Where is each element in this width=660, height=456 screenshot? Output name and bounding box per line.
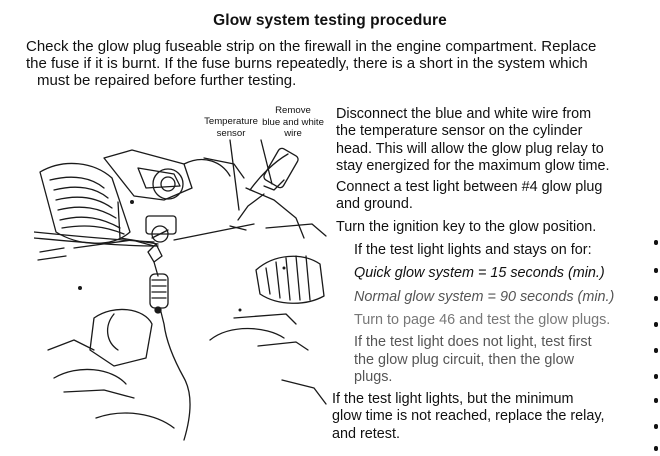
step-disconnect: Disconnect the blue and white wire from … bbox=[336, 106, 636, 175]
step-line: If the test light lights, but the minimu… bbox=[332, 391, 574, 408]
edge-mark bbox=[654, 398, 658, 403]
step-turn-page: Turn to page 46 and test the glow plugs. bbox=[336, 312, 636, 329]
callout-line: blue and white bbox=[262, 116, 324, 128]
remove-wire-label: Remove blue and white wire bbox=[258, 105, 328, 140]
step-line: and retest. bbox=[332, 425, 400, 442]
step-line: If the test light lights and stays on fo… bbox=[354, 242, 592, 259]
step-line: stay energized for the maximum glow time… bbox=[336, 157, 610, 174]
step-min-not-reached: If the test light lights, but the minimu… bbox=[332, 391, 636, 443]
step-line: If the test light does not light, test f… bbox=[354, 334, 592, 351]
step-line: plugs. bbox=[354, 368, 393, 385]
step-line: head. This will allow the glow plug rela… bbox=[336, 140, 604, 157]
edge-mark bbox=[654, 446, 658, 451]
page-edge-marks bbox=[651, 240, 660, 456]
intro-paragraph: Check the glow plug fuseable strip on th… bbox=[26, 38, 636, 89]
edge-mark bbox=[654, 374, 658, 379]
step-if-lights: If the test light lights and stays on fo… bbox=[336, 242, 636, 259]
intro-line: the fuse if it is burnt. If the fuse bur… bbox=[26, 55, 588, 72]
step-line: Normal glow system = 90 seconds (min.) bbox=[354, 288, 615, 305]
callout-line: Remove bbox=[275, 105, 311, 116]
edge-mark bbox=[654, 296, 658, 301]
step-line: and ground. bbox=[336, 196, 413, 213]
page-title: Glow system testing procedure bbox=[213, 12, 447, 29]
step-line: Disconnect the blue and white wire from bbox=[336, 106, 592, 122]
step-line: the glow plug circuit, then the glow bbox=[354, 351, 574, 368]
step-line: Quick glow system = 15 seconds (min.) bbox=[354, 265, 605, 282]
edge-mark bbox=[654, 240, 658, 245]
step-quick-glow: Quick glow system = 15 seconds (min.) bbox=[336, 265, 636, 282]
step-connect: Connect a test light between #4 glow plu… bbox=[336, 179, 636, 214]
callout-line: Temperature bbox=[204, 116, 258, 127]
procedure-steps: Disconnect the blue and white wire from … bbox=[332, 106, 636, 443]
step-normal-glow: Normal glow system = 90 seconds (min.) bbox=[336, 289, 636, 306]
step-line: Turn to page 46 and test the glow plugs. bbox=[354, 311, 611, 328]
step-turn-key: Turn the ignition key to the glow positi… bbox=[336, 219, 636, 236]
edge-mark bbox=[654, 424, 658, 429]
remove-wire-leader-line bbox=[260, 139, 273, 185]
callout-line: sensor bbox=[216, 127, 246, 139]
callout-line: wire bbox=[284, 128, 302, 139]
temperature-sensor-leader-line bbox=[229, 139, 240, 211]
intro-line: Check the glow plug fuseable strip on th… bbox=[26, 38, 597, 55]
edge-mark bbox=[654, 348, 658, 353]
temperature-sensor-label: Temperature sensor bbox=[196, 116, 266, 139]
intro-line: must be repaired before further testing. bbox=[37, 72, 297, 89]
edge-mark bbox=[654, 268, 658, 273]
edge-mark bbox=[654, 322, 658, 327]
step-line: glow time is not reached, replace the re… bbox=[332, 408, 605, 425]
step-not-light: If the test light does not light, test f… bbox=[336, 334, 636, 386]
step-line: Turn the ignition key to the glow positi… bbox=[336, 218, 597, 235]
engine-illustration bbox=[34, 139, 327, 441]
step-line: Connect a test light between #4 glow plu… bbox=[336, 179, 603, 196]
step-line: the temperature sensor on the cylinder bbox=[336, 123, 583, 140]
